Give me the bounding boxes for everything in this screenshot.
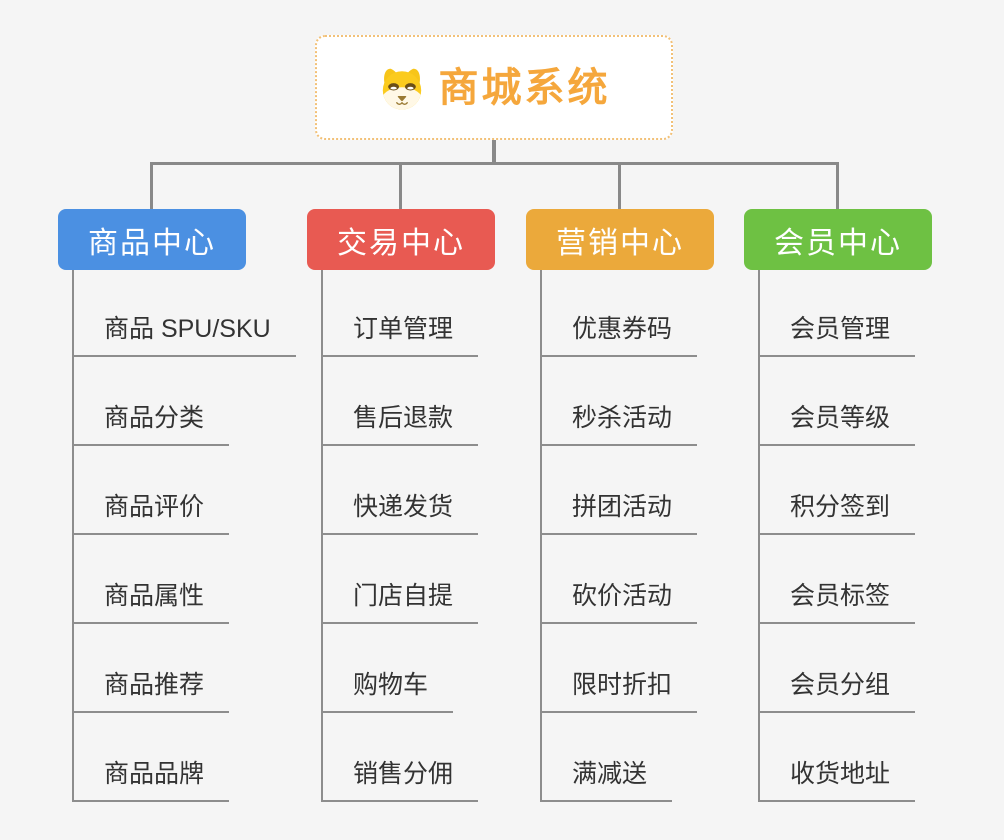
branch-node-members[interactable]: 会员中心 xyxy=(744,209,932,270)
connector-bus xyxy=(150,162,839,165)
topic-node[interactable]: 拼团活动 xyxy=(540,491,698,535)
topic-node[interactable]: 门店自提 xyxy=(321,580,479,624)
topic-node[interactable]: 满减送 xyxy=(540,758,673,802)
topic-node[interactable]: 会员管理 xyxy=(758,313,916,357)
root-topic[interactable]: 商城系统 xyxy=(315,35,673,140)
topic-node[interactable]: 售后退款 xyxy=(321,402,479,446)
dog-face-icon xyxy=(382,68,421,110)
topic-node[interactable]: 商品推荐 xyxy=(72,669,230,713)
branch-column-marketing: 营销中心 优惠券码 秒杀活动 拼团活动 砍价活动 限时折扣 满减送 xyxy=(526,209,786,840)
topic-node[interactable]: 会员标签 xyxy=(758,580,916,624)
topic-node[interactable]: 商品品牌 xyxy=(72,758,230,802)
topic-node[interactable]: 优惠券码 xyxy=(540,313,698,357)
branch-node-products[interactable]: 商品中心 xyxy=(58,209,246,270)
topic-node[interactable]: 会员等级 xyxy=(758,402,916,446)
topic-node[interactable]: 订单管理 xyxy=(321,313,479,357)
connector-root-stub xyxy=(492,140,496,165)
branch-trunk-line xyxy=(758,270,760,801)
topic-node[interactable]: 快递发货 xyxy=(321,491,479,535)
branch-column-products: 商品中心 商品 SPU/SKU 商品分类 商品评价 商品属性 商品推荐 商品品牌 xyxy=(58,209,318,840)
branch-node-trade[interactable]: 交易中心 xyxy=(307,209,495,270)
topic-node[interactable]: 积分签到 xyxy=(758,491,916,535)
branch-trunk-line xyxy=(321,270,323,801)
branch-node-marketing[interactable]: 营销中心 xyxy=(526,209,714,270)
branch-trunk-line xyxy=(540,270,542,801)
branch-trunk-line xyxy=(72,270,74,801)
root-topic-title: 商城系统 xyxy=(438,65,611,110)
topic-node[interactable]: 商品评价 xyxy=(72,491,230,535)
topic-node[interactable]: 收货地址 xyxy=(758,758,916,802)
topic-node[interactable]: 销售分佣 xyxy=(321,758,479,802)
topic-node[interactable]: 砍价活动 xyxy=(540,580,698,624)
topic-node[interactable]: 秒杀活动 xyxy=(540,402,698,446)
connector-drop-marketing xyxy=(618,162,621,209)
topic-node[interactable]: 会员分组 xyxy=(758,669,916,713)
connector-drop-products xyxy=(150,162,153,209)
connector-drop-trade xyxy=(399,162,402,209)
topic-node[interactable]: 商品分类 xyxy=(72,402,230,446)
branch-column-members: 会员中心 会员管理 会员等级 积分签到 会员标签 会员分组 收货地址 xyxy=(744,209,1004,840)
branch-column-trade: 交易中心 订单管理 售后退款 快递发货 门店自提 购物车 销售分佣 xyxy=(307,209,567,840)
topic-node[interactable]: 商品属性 xyxy=(72,580,230,624)
connector-drop-members xyxy=(836,162,839,209)
topic-node[interactable]: 商品 SPU/SKU xyxy=(72,313,296,357)
topic-node[interactable]: 限时折扣 xyxy=(540,669,698,713)
topic-node[interactable]: 购物车 xyxy=(321,669,454,713)
